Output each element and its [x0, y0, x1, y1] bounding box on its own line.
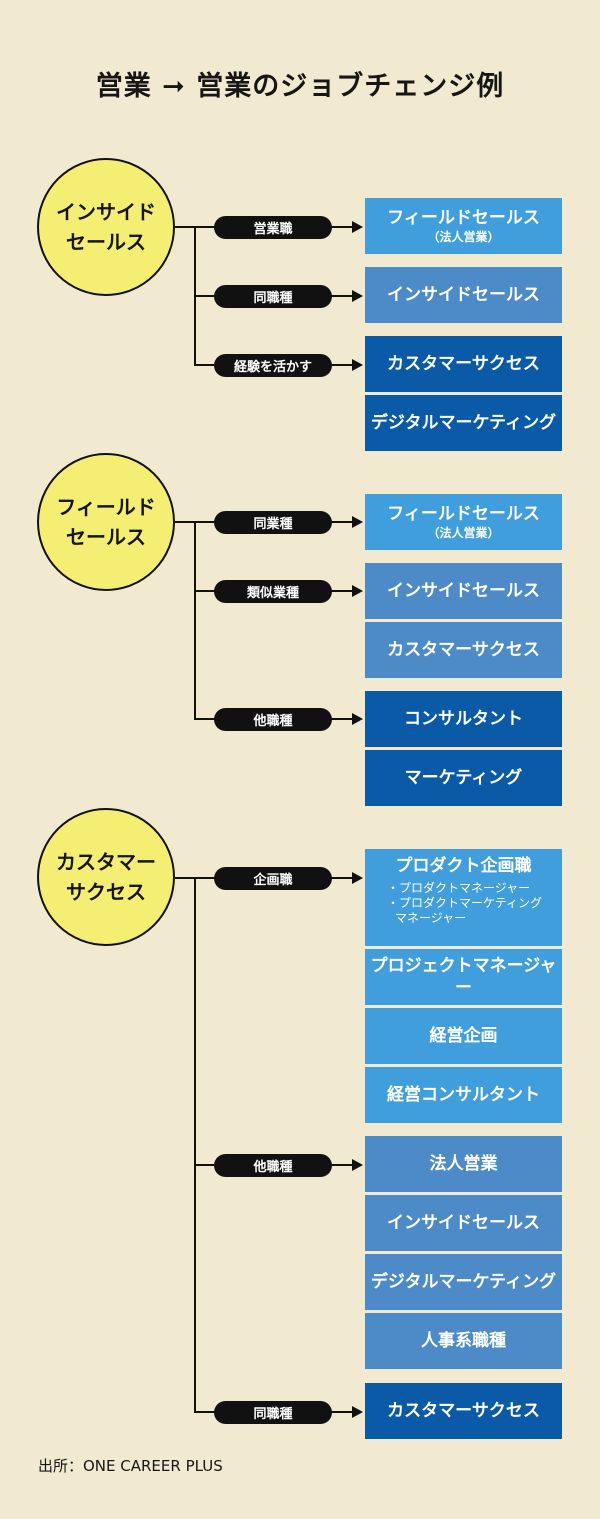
target-box: マーケティング: [365, 750, 562, 806]
arrow-right-icon: [352, 516, 363, 528]
origin-circle-field-sales: フィールド セールス: [37, 453, 175, 591]
arrow-right-icon: [352, 872, 363, 884]
branch-label-pill: 他職種: [214, 1154, 332, 1177]
target-sub: （法人営業）: [427, 526, 500, 540]
connector-trunk: [194, 877, 196, 1412]
connector-line: [175, 226, 195, 228]
origin-label: フィールド セールス: [56, 495, 156, 549]
target-name: 法人営業: [429, 1154, 498, 1174]
target-name: インサイドセールス: [387, 1213, 540, 1233]
branch-label-pill: 同職種: [214, 1401, 332, 1424]
page-title: 営業 ➞ 営業のジョブチェンジ例: [95, 71, 505, 102]
connector-line: [175, 521, 195, 523]
arrow-right-icon: [352, 585, 363, 597]
target-box: フィールドセールス （法人営業）: [365, 494, 562, 550]
target-name: カスタマーサクセス: [387, 1401, 540, 1421]
branch-label-pill: 同職種: [214, 285, 332, 308]
target-name: カスタマーサクセス: [387, 640, 540, 660]
target-box: プロダクト企画職 ・プロダクトマネージャー ・プロダクトマーケティング マネージ…: [365, 849, 562, 946]
target-box: プロジェクトマネージャー: [365, 949, 562, 1005]
origin-label: インサイド セールス: [56, 200, 156, 254]
target-sub: （法人営業）: [427, 230, 500, 244]
target-box: インサイドセールス: [365, 563, 562, 619]
target-box: デジタルマーケティング: [365, 1254, 562, 1310]
arrow-right-icon: [352, 221, 363, 233]
branch-label-pill: 同業種: [214, 511, 332, 534]
target-name: コンサルタント: [404, 709, 523, 729]
target-name: フィールドセールス: [387, 208, 540, 228]
branch-label-pill: 他職種: [214, 708, 332, 731]
origin-circle-customer-success: カスタマー サクセス: [37, 808, 175, 946]
target-box: インサイドセールス: [365, 267, 562, 323]
target-name: カスタマーサクセス: [387, 354, 540, 374]
target-box: 法人営業: [365, 1136, 562, 1192]
target-box: デジタルマーケティング: [365, 395, 562, 451]
target-name: インサイドセールス: [387, 581, 540, 601]
arrow-right-icon: [352, 290, 363, 302]
arrow-right-icon: [352, 1159, 363, 1171]
branch-label-pill: 経験を活かす: [214, 354, 332, 377]
target-box: カスタマーサクセス: [365, 622, 562, 678]
target-name: 経営企画: [429, 1026, 498, 1046]
connector-trunk: [194, 521, 196, 719]
target-box: フィールドセールス （法人営業）: [365, 198, 562, 254]
target-name: 人事系職種: [421, 1331, 506, 1351]
target-bullet: マネージャー: [395, 911, 467, 925]
target-box: 経営企画: [365, 1008, 562, 1064]
target-name: デジタルマーケティング: [370, 1272, 557, 1292]
target-box: カスタマーサクセス: [365, 1383, 562, 1439]
target-name: デジタルマーケティング: [370, 413, 557, 433]
connector-line: [175, 877, 195, 879]
origin-label: カスタマー サクセス: [56, 850, 156, 904]
target-box: インサイドセールス: [365, 1195, 562, 1251]
target-bullet-list: ・プロダクトマネージャー ・プロダクトマーケティング マネージャー: [365, 881, 542, 926]
arrow-right-icon: [352, 713, 363, 725]
branch-label-pill: 企画職: [214, 867, 332, 890]
origin-circle-inside-sales: インサイド セールス: [37, 158, 175, 296]
target-bullet: ・プロダクトマネージャー: [387, 881, 531, 895]
target-box: カスタマーサクセス: [365, 336, 562, 392]
target-box: 経営コンサルタント: [365, 1067, 562, 1123]
target-name: フィールドセールス: [387, 504, 540, 524]
target-box: 人事系職種: [365, 1313, 562, 1369]
branch-label-pill: 類似業種: [214, 580, 332, 603]
target-name: マーケティング: [404, 768, 523, 788]
arrow-right-icon: [352, 359, 363, 371]
target-name: プロジェクトマネージャー: [370, 956, 557, 998]
target-name: 経営コンサルタント: [387, 1085, 540, 1105]
target-name: インサイドセールス: [387, 285, 540, 305]
branch-label-pill: 営業職: [214, 216, 332, 239]
target-name: プロダクト企画職: [395, 856, 532, 876]
source-credit: 出所：ONE CAREER PLUS: [38, 1457, 223, 1475]
arrow-right-icon: [352, 1406, 363, 1418]
target-box: コンサルタント: [365, 691, 562, 747]
target-bullet: ・プロダクトマーケティング: [387, 896, 543, 910]
